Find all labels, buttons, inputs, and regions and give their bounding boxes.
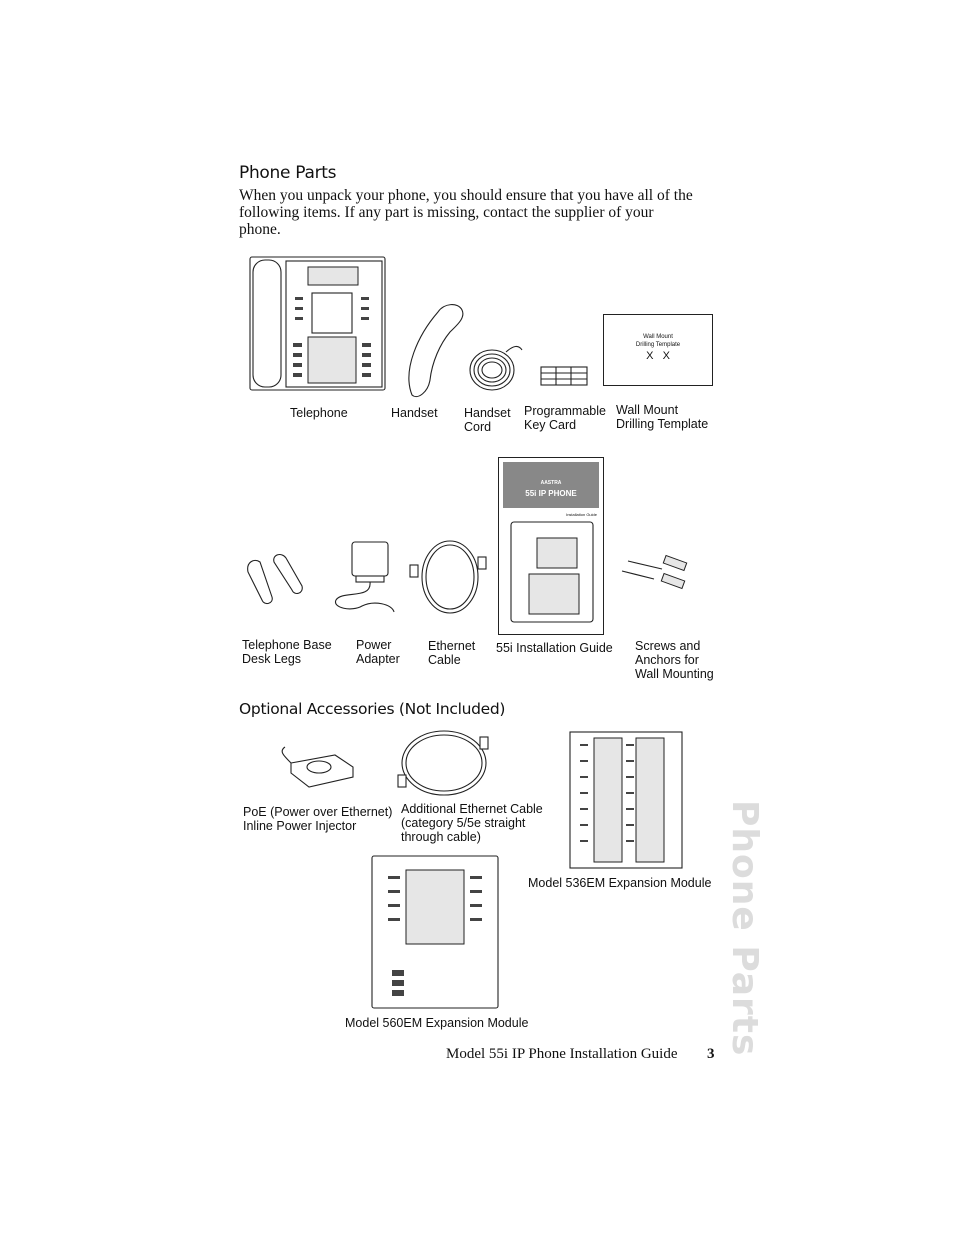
drilling-template-card: Wall Mount Drilling Template X X [603,314,713,386]
template-card-marks: X X [646,350,670,362]
installation-guide-cover: AASTRA 55i IP PHONE Installation Guide [498,457,604,635]
label-additional-ethernet-cable: Additional Ethernet Cable (category 5/5e… [401,802,543,844]
label-screws-anchors: Screws and Anchors for Wall Mounting [635,639,714,681]
label-560em: Model 560EM Expansion Module [345,1016,529,1030]
optional-accessories-title: Optional Accessories (Not Included) [239,700,506,718]
handset-illustration [408,304,464,398]
label-poe-injector: PoE (Power over Ethernet) Inline Power I… [243,805,393,833]
poe-injector-illustration [281,746,354,788]
expansion-module-560em-illustration [371,855,499,1009]
label-telephone: Telephone [290,406,348,420]
screws-anchors-illustration [621,554,688,590]
section-title: Phone Parts [239,163,337,183]
power-adapter-illustration [335,541,395,613]
label-desk-legs: Telephone Base Desk Legs [242,638,332,666]
guide-cover-band: AASTRA 55i IP PHONE [503,462,599,508]
handset-cord-illustration [469,345,523,391]
key-card-illustration [540,366,588,386]
label-key-card: Programmable Key Card [524,404,606,432]
label-536em: Model 536EM Expansion Module [528,876,712,890]
label-handset: Handset [391,406,438,420]
guide-cover-phone [510,521,594,623]
aastra-logo: AASTRA [540,480,562,486]
label-power-adapter: Power Adapter [356,638,400,666]
guide-cover-subtitle: Installation Guide [566,512,597,517]
intro-paragraph: When you unpack your phone, you should e… [239,187,693,238]
page-number: 3 [707,1046,715,1062]
label-ethernet-cable: Ethernet Cable [428,639,476,667]
expansion-module-536em-illustration [569,731,683,869]
footer-title: Model 55i IP Phone Installation Guide [446,1046,678,1062]
label-drilling-template: Wall Mount Drilling Template [616,403,709,431]
ethernet-cable-illustration [409,540,487,614]
desk-legs-illustration [247,553,303,605]
label-installation-guide: 55i Installation Guide [496,641,613,655]
side-tab-label: Phone Parts [724,800,765,1057]
template-card-title: Wall Mount Drilling Template [635,334,681,348]
guide-cover-title: 55i IP PHONE [525,489,577,498]
label-handset-cord: Handset Cord [464,406,511,434]
telephone-illustration [249,256,386,391]
additional-ethernet-cable-illustration [397,730,489,796]
